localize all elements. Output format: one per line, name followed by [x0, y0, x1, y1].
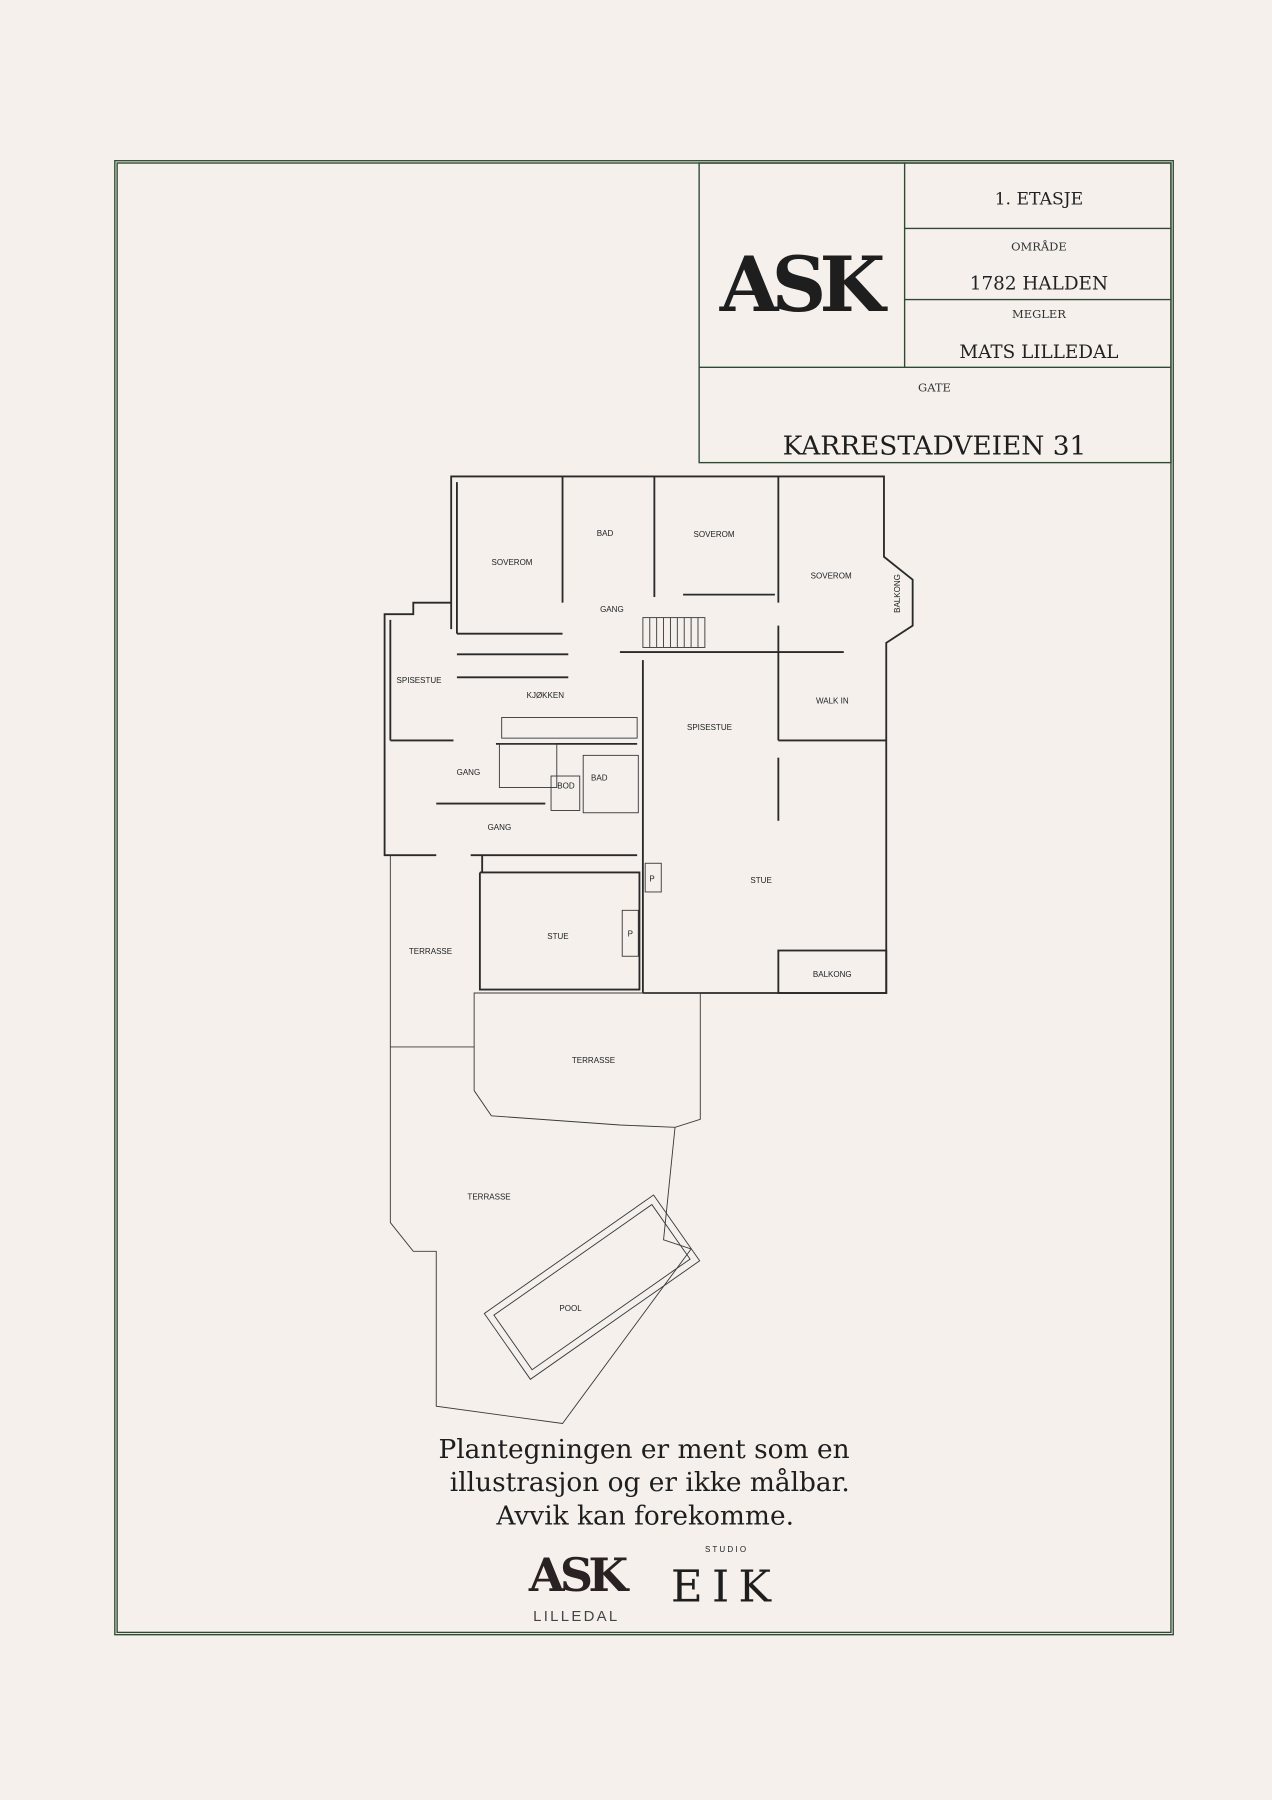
- room-label-bad: BAD: [591, 774, 608, 783]
- room-label-gang: GANG: [600, 605, 624, 614]
- room-label-stue: STUE: [547, 932, 568, 941]
- studio-label: S T U D I O: [705, 1545, 746, 1554]
- pool-outline: [483, 1194, 701, 1380]
- room-label-spisestue: SPISESTUE: [687, 723, 732, 732]
- room-label-gang: GANG: [488, 823, 512, 832]
- inner-frame: [116, 162, 1172, 1634]
- disclaimer-line-3: Avvik kan forekomme.: [495, 1500, 794, 1531]
- disclaimer-line-1: Plantegningen er ment som en: [438, 1434, 849, 1465]
- room-label-terrasse: TERRASSE: [572, 1056, 615, 1065]
- room-label-terrasse: TERRASSE: [467, 1193, 510, 1202]
- disclaimer: Plantegningen er ment som en illustrasjo…: [438, 1434, 849, 1532]
- fireplace-label: P: [649, 875, 654, 884]
- room-label-kjokken: KJØKKEN: [527, 691, 565, 700]
- eik-logo: EIK: [671, 1562, 780, 1612]
- broker-label: MEGLER: [1012, 307, 1066, 321]
- ask-lilledal-sub: LILLEDAL: [533, 1608, 619, 1625]
- room-label-balkong: BALKONG: [893, 574, 902, 613]
- ask-logo: ASK: [719, 240, 889, 329]
- area-value: 1782 HALDEN: [970, 273, 1108, 294]
- room-label-soverom: SOVEROM: [694, 530, 735, 539]
- room-label-spisestue: SPISESTUE: [397, 676, 442, 685]
- floor-plan: [383, 475, 914, 1424]
- street-value: KARRESTADVEIEN 31: [783, 431, 1087, 462]
- room-label-bad: BAD: [597, 529, 614, 538]
- fireplace-label: P: [628, 930, 633, 939]
- room-label-soverom: SOVEROM: [811, 572, 852, 581]
- room-label-bod: BOD: [557, 782, 575, 791]
- street-label: GATE: [918, 380, 951, 394]
- room-label-terrasse: TERRASSE: [409, 947, 452, 956]
- floor-label: 1. ETASJE: [995, 189, 1084, 209]
- broker-value: MATS LILLEDAL: [959, 342, 1118, 363]
- footer-logos: ASK LILLEDAL S T U D I O EIK: [528, 1545, 780, 1625]
- room-label-balkong: BALKONG: [813, 970, 852, 979]
- ask-lilledal-logo: ASK: [528, 1548, 631, 1602]
- room-label-pool: POOL: [559, 1304, 582, 1313]
- room-label-gang: GANG: [457, 768, 481, 777]
- room-label-walk-in: WALK IN: [816, 697, 849, 706]
- area-label: OMRÅDE: [1011, 239, 1067, 253]
- disclaimer-line-2: illustrasjon og er ikke målbar.: [450, 1467, 850, 1498]
- room-label-stue: STUE: [750, 876, 771, 885]
- room-label-soverom: SOVEROM: [492, 558, 533, 567]
- title-block: ASK 1. ETASJE OMRÅDE 1782 HALDEN MEGLER …: [698, 162, 1172, 464]
- outer-frame: [114, 160, 1174, 1636]
- room-labels: SOVEROM BAD SOVEROM SOVEROM BALKONG GANG…: [397, 529, 902, 1313]
